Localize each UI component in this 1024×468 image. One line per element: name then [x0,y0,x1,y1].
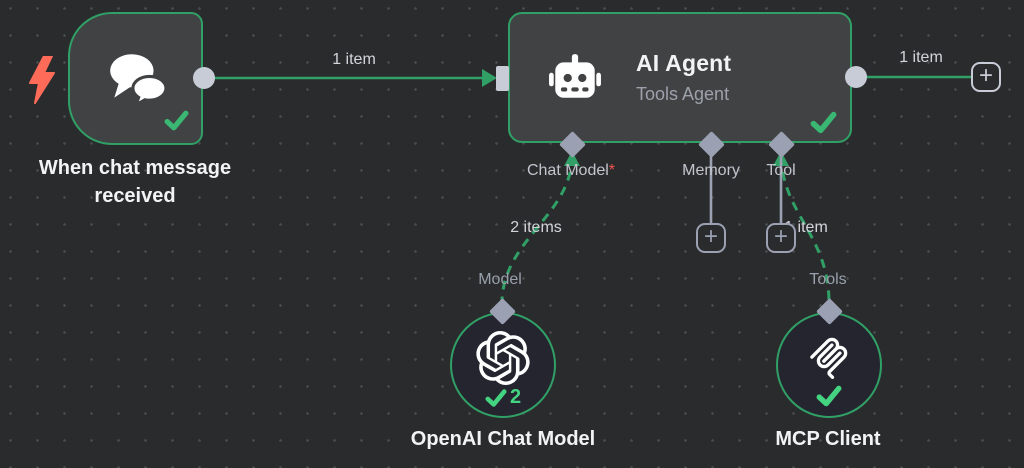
node-subtitle: Tools Agent [636,84,730,104]
node-openai-chat-model[interactable]: 2 [450,312,556,418]
lightning-bolt-icon [29,56,55,104]
node-chat-trigger[interactable] [68,12,203,145]
connection-run-label: 1 item [332,51,376,68]
openai-icon [476,331,530,385]
edge-agent-to-model[interactable] [500,155,574,304]
node-label: When chat message received [38,157,232,207]
node-label: OpenAI Chat Model [410,428,596,450]
node-title: AI Agent [636,50,732,76]
success-check-icon [816,385,842,407]
port-label-tool: Tool [766,162,796,179]
required-asterisk: * [608,162,616,179]
node-ai-agent[interactable]: AI Agent Tools Agent [508,12,852,143]
mcp-icon [810,337,848,379]
edge-arrowhead-model [564,151,580,166]
agent-input-handle[interactable] [496,66,509,91]
run-count-badge: 2 [509,386,522,408]
edge-arrowhead [482,69,497,87]
success-check-icon [164,110,189,131]
add-memory-button[interactable]: + [696,223,726,253]
node-label: MCP Client [775,428,881,450]
node-mcp-client[interactable] [776,312,882,418]
port-label-model: Model [478,271,522,288]
connection-run-label: 2 items [510,219,562,236]
add-node-button[interactable]: + [971,62,1001,92]
port-label-tools: Tools [809,271,847,288]
agent-output-handle[interactable] [845,66,867,88]
edge-agent-to-tool[interactable] [779,155,831,304]
add-tool-button[interactable]: + [766,223,796,253]
connection-run-label: 1 item [899,49,943,66]
robot-icon [549,53,601,98]
success-check-icon [810,111,837,134]
port-label-chat-model: Chat Model* [527,162,615,180]
port-label-text: Chat Model [526,162,609,179]
trigger-output-handle[interactable] [193,67,215,89]
port-label-memory: Memory [682,162,740,179]
chat-bubbles-icon [109,53,167,107]
success-check-icon [485,388,507,407]
